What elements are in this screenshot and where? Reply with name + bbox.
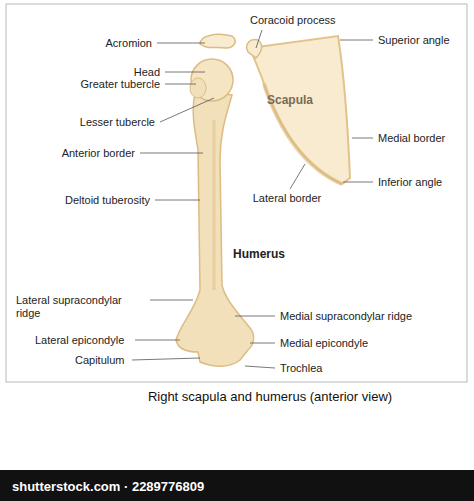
part-label: Trochlea bbox=[280, 362, 322, 375]
part-label: Acromion bbox=[106, 37, 152, 50]
bone-name: Humerus bbox=[233, 248, 285, 261]
part-label: Inferior angle bbox=[378, 176, 442, 189]
part-label: Lateral epicondyle bbox=[35, 334, 124, 347]
acromion-bone bbox=[200, 34, 235, 48]
part-label: Coracoid process bbox=[250, 14, 336, 27]
scapula-bone bbox=[250, 36, 350, 184]
part-label: Lesser tubercle bbox=[80, 116, 155, 129]
humerus-head bbox=[191, 59, 233, 101]
part-label: Lateral border bbox=[253, 192, 322, 205]
greater-tubercle bbox=[190, 78, 206, 98]
part-label: Medial supracondylar ridge bbox=[280, 310, 412, 323]
part-label: Superior angle bbox=[378, 34, 450, 47]
part-label: Lateral supracondylar ridge bbox=[16, 294, 146, 320]
scapula-shade bbox=[264, 84, 342, 184]
bone-name: Scapula bbox=[267, 94, 313, 107]
part-label: Deltoid tuberosity bbox=[65, 194, 150, 207]
watermark: shutterstock.com · 2289776809 bbox=[12, 480, 204, 493]
part-label: Greater tubercle bbox=[81, 78, 160, 91]
part-label: Medial epicondyle bbox=[280, 337, 368, 350]
frame bbox=[6, 4, 467, 382]
part-label: Medial border bbox=[378, 132, 445, 145]
part-label: Capitulum bbox=[75, 354, 125, 367]
watermark-bar bbox=[0, 470, 474, 501]
humerus-shade bbox=[213, 120, 216, 290]
coracoid-bone bbox=[247, 40, 262, 58]
part-label: Head bbox=[134, 66, 160, 79]
part-label: Anterior border bbox=[62, 147, 135, 160]
caption: Right scapula and humerus (anterior view… bbox=[148, 389, 392, 405]
humerus-bone bbox=[176, 90, 254, 366]
